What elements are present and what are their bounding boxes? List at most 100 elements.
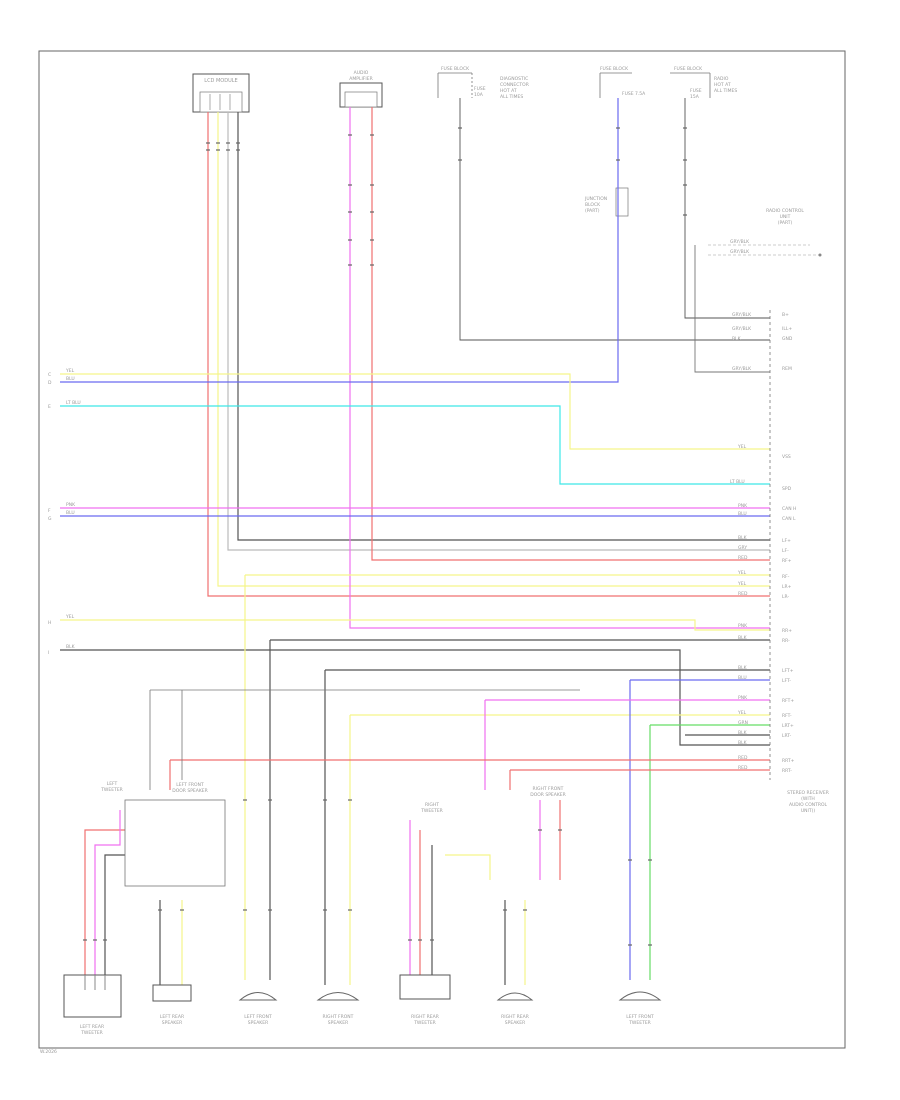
svg-text:E: E [48, 404, 51, 410]
svg-text:FUSE BLOCK: FUSE BLOCK [600, 66, 629, 72]
svg-text:RIGHT REAR: RIGHT REAR [411, 1014, 439, 1020]
fuse-block-c: FUSE BLOCK RADIO HOT AT ALL TIMES FUSE 1… [670, 66, 737, 100]
svg-text:PNK: PNK [738, 503, 748, 509]
svg-text:ILL+: ILL+ [782, 326, 792, 332]
svg-text:FUSE 7.5A: FUSE 7.5A [622, 91, 646, 97]
svg-text:RRT-: RRT- [782, 768, 792, 774]
svg-text:BLU: BLU [66, 510, 75, 516]
svg-text:DOOR SPEAKER: DOOR SPEAKER [530, 792, 566, 798]
svg-text:FUSE BLOCK: FUSE BLOCK [441, 66, 470, 72]
svg-text:RR-: RR- [782, 638, 790, 644]
svg-text:HOT AT: HOT AT [500, 88, 517, 94]
svg-text:ALL TIMES: ALL TIMES [714, 88, 737, 94]
svg-text:SPEAKER: SPEAKER [505, 1020, 525, 1026]
svg-text:JUNCTION: JUNCTION [584, 196, 607, 202]
svg-text:C: C [48, 372, 51, 378]
svg-text:(WITH: (WITH [801, 796, 815, 802]
svg-text:LF+: LF+ [782, 538, 791, 544]
svg-text:SPD: SPD [782, 486, 792, 492]
svg-text:FUSE: FUSE [690, 88, 702, 94]
right-tweeter-group: RIGHT TWEETER RIGHT FRONT DOOR SPEAKER [420, 786, 566, 814]
wires [60, 98, 770, 985]
speaker-left-rear: LEFT REAR SPEAKER [152, 984, 192, 1026]
svg-text:RIGHT FRONT: RIGHT FRONT [323, 1014, 354, 1020]
svg-text:GRY/BLK: GRY/BLK [732, 312, 752, 318]
svg-text:BLK: BLK [738, 535, 748, 541]
svg-text:I: I [48, 650, 49, 656]
svg-text:RF+: RF+ [782, 558, 792, 564]
svg-text:FUSE BLOCK: FUSE BLOCK [674, 66, 703, 72]
audio-amplifier-label: AUDIO [354, 70, 369, 76]
audio-amplifier: AUDIO AMPLIFIER [339, 70, 383, 108]
speaker-left-rear-tweeter: LEFT REAR TWEETER [63, 974, 122, 1036]
svg-text:PNK: PNK [738, 695, 748, 701]
svg-text:RRT+: RRT+ [782, 758, 795, 764]
svg-text:GRY/BLK: GRY/BLK [732, 366, 752, 372]
svg-text:LFT-: LFT- [782, 678, 791, 684]
svg-text:BLOCK: BLOCK [585, 202, 601, 208]
svg-text:BLU: BLU [66, 376, 75, 382]
svg-text:YEL: YEL [65, 368, 75, 374]
svg-text:BLK: BLK [732, 336, 742, 342]
svg-text:VSS: VSS [782, 454, 791, 460]
speaker-right-front: RIGHT FRONT SPEAKER [316, 992, 360, 1026]
svg-text:CAN L: CAN L [782, 516, 796, 522]
svg-text:LT BLU: LT BLU [730, 479, 745, 485]
svg-text:BLU: BLU [738, 511, 747, 517]
svg-text:RIGHT REAR: RIGHT REAR [501, 1014, 529, 1020]
speaker-left-front-tweeter: LEFT FRONT TWEETER [618, 991, 662, 1026]
svg-text:TWEETER: TWEETER [628, 1020, 651, 1026]
svg-text:RED: RED [738, 755, 748, 761]
svg-text:RED: RED [738, 765, 748, 771]
fuse-block-a: FUSE BLOCK DIAGNOSTIC CONNECTOR HOT AT A… [437, 66, 529, 100]
svg-text:STEREO RECEIVER: STEREO RECEIVER [787, 790, 829, 796]
diagram-border [38, 50, 846, 1049]
svg-text:TWEETER: TWEETER [413, 1020, 436, 1026]
svg-text:ALL TIMES: ALL TIMES [500, 94, 523, 100]
svg-text:YEL: YEL [737, 444, 747, 450]
svg-text:YEL: YEL [737, 710, 747, 716]
svg-text:CONNECTOR: CONNECTOR [500, 82, 529, 88]
svg-text:G: G [48, 516, 52, 522]
footer-code: W.2026 [40, 1049, 57, 1055]
svg-text:(PART): (PART) [585, 208, 600, 214]
svg-text:10A: 10A [474, 92, 484, 98]
svg-text:HOT AT: HOT AT [714, 82, 731, 88]
connector-ticks [83, 127, 687, 946]
svg-text:REM: REM [782, 366, 792, 372]
svg-text:LRT-: LRT- [782, 733, 792, 739]
svg-text:GRY/BLK: GRY/BLK [730, 249, 750, 255]
svg-text:PNK: PNK [738, 623, 748, 629]
svg-text:YEL: YEL [65, 614, 75, 620]
svg-text:LRT+: LRT+ [782, 723, 794, 729]
svg-text:LF-: LF- [782, 548, 789, 554]
svg-text:(PART): (PART) [778, 220, 793, 226]
svg-text:LFT+: LFT+ [782, 668, 794, 674]
junction-block: JUNCTION BLOCK (PART) [584, 187, 629, 217]
speaker-right-rear: RIGHT REAR SPEAKER [496, 992, 534, 1026]
svg-text:BLK: BLK [738, 635, 748, 641]
svg-text:SPEAKER: SPEAKER [162, 1020, 182, 1026]
radio-control-reference: RADIO CONTROL UNIT (PART) GRY/BLK GRY/BL… [708, 208, 822, 257]
svg-text:BLK: BLK [738, 730, 748, 736]
left-tweeter-group: LEFT TWEETER LEFT FRONT DOOR SPEAKER [100, 781, 226, 887]
svg-text:H: H [48, 620, 51, 626]
svg-text:LEFT FRONT: LEFT FRONT [244, 1014, 272, 1020]
svg-text:15A: 15A [690, 94, 700, 100]
svg-text:UNIT)): UNIT)) [801, 808, 815, 814]
svg-text:B+: B+ [782, 312, 789, 318]
svg-text:FUSE: FUSE [474, 86, 486, 92]
svg-text:LEFT REAR: LEFT REAR [80, 1024, 104, 1030]
svg-text:YEL: YEL [737, 581, 747, 587]
svg-text:LEFT FRONT: LEFT FRONT [626, 1014, 654, 1020]
svg-text:RADIO CONTROL: RADIO CONTROL [766, 208, 804, 214]
svg-text:LT BLU: LT BLU [66, 400, 81, 406]
svg-text:LEFT FRONT: LEFT FRONT [176, 782, 204, 788]
svg-text:RED: RED [738, 555, 748, 561]
svg-text:GRN: GRN [738, 720, 748, 726]
svg-text:RIGHT FRONT: RIGHT FRONT [533, 786, 564, 792]
speaker-right-rear-tweeter: RIGHT REAR TWEETER [399, 974, 451, 1026]
svg-text:RF-: RF- [782, 574, 790, 580]
svg-text:DIAGNOSTIC: DIAGNOSTIC [500, 76, 528, 82]
